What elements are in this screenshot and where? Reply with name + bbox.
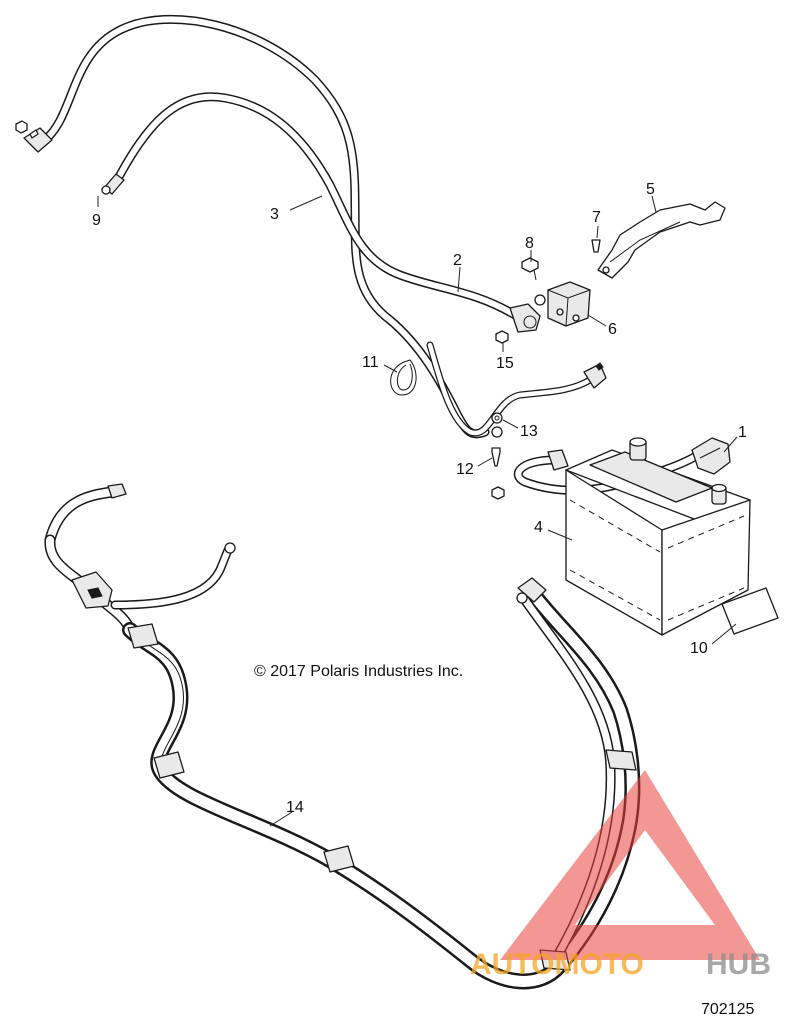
- figure-id: 702125: [701, 1001, 754, 1018]
- part-4-battery: [565, 437, 751, 636]
- cable-2: [101, 92, 541, 333]
- watermark-text-secondary: HUB: [706, 948, 771, 981]
- copyright-text: © 2017 Polaris Industries Inc.: [254, 663, 463, 680]
- watermark-logo: [500, 770, 760, 960]
- callout-13: 13: [520, 423, 538, 440]
- part-8-bolt: [521, 257, 539, 281]
- cable-3-nut: [15, 120, 28, 134]
- negative-loop-cable: [426, 341, 607, 438]
- part-12-screw: [491, 447, 501, 467]
- part-1-terminal-boot: [691, 437, 731, 475]
- callout-5: 5: [646, 181, 655, 198]
- callout-1: 1: [738, 424, 747, 441]
- part-11-cable-tie: [390, 359, 417, 396]
- callout-4: 4: [534, 519, 543, 536]
- part-5-bracket: [597, 201, 726, 279]
- part-10-pad: [721, 587, 779, 635]
- part-6-solenoid: [534, 281, 591, 327]
- part-13-washer: [491, 412, 503, 424]
- callout-12: 12: [456, 461, 474, 478]
- callout-6: 6: [608, 321, 617, 338]
- callout-9: 9: [92, 212, 101, 229]
- watermark-triangle-icon: [500, 770, 760, 960]
- callout-8: 8: [525, 235, 534, 252]
- callout-11: 11: [362, 354, 379, 371]
- callout-15: 15: [496, 355, 514, 372]
- callout-2: 2: [453, 252, 462, 269]
- callout-leaders: [97, 195, 738, 827]
- part-15-nut: [495, 330, 509, 344]
- part-nut-lower: [491, 486, 505, 500]
- part-7-screw: [591, 239, 601, 253]
- callout-10: 10: [690, 640, 708, 657]
- callout-7: 7: [592, 209, 601, 226]
- callout-3: 3: [270, 206, 279, 223]
- watermark-text-primary: AUTOMOTO: [470, 948, 644, 981]
- callout-14: 14: [286, 799, 304, 816]
